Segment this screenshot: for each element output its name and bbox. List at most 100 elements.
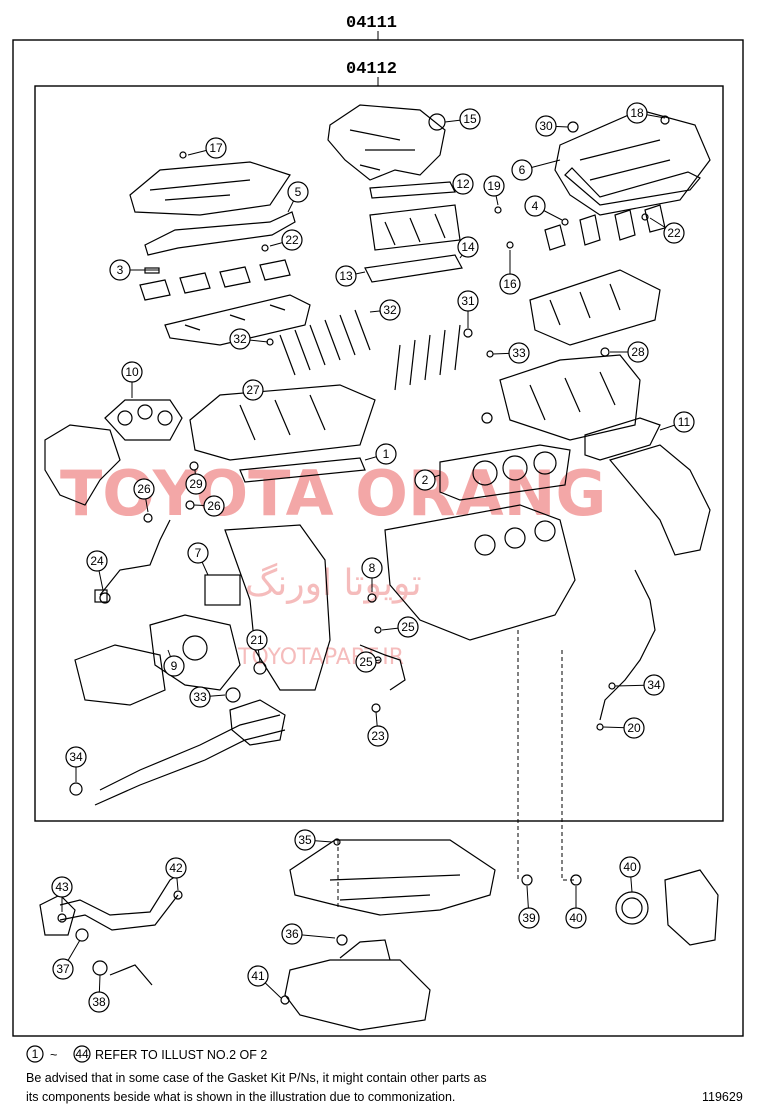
callout-circle <box>518 907 540 929</box>
callout-label-32: 32 <box>383 303 397 317</box>
water-outlet <box>39 894 76 936</box>
bolt-36 <box>333 838 341 846</box>
callout-label-33: 33 <box>193 690 207 704</box>
oil-pipe-left <box>99 519 171 596</box>
seal-23 <box>371 703 381 713</box>
seal-25a <box>374 626 382 634</box>
callout-label-26: 26 <box>207 499 221 513</box>
callout-circle <box>457 290 479 312</box>
callout-label-19: 19 <box>487 179 501 193</box>
callout-label-4: 4 <box>532 199 539 213</box>
callout-label-38: 38 <box>92 995 106 1009</box>
callout-label-1: 1 <box>383 447 390 461</box>
timing-cover <box>224 524 331 691</box>
callout-label-3: 3 <box>117 263 124 277</box>
callout-label-27: 27 <box>246 383 260 397</box>
footer-note: 1 ~ 44 REFER TO ILLUST NO.2 OF 2 Be advi… <box>26 1045 743 1104</box>
callout-circle <box>247 965 269 987</box>
outer-kit-frame <box>12 39 744 1037</box>
dipstick-guide <box>599 569 656 721</box>
callout-label-18: 18 <box>630 106 644 120</box>
water-inlet <box>229 699 286 746</box>
callout-circle <box>133 478 155 500</box>
callout-label-35: 35 <box>298 833 312 847</box>
range-start: 1 <box>32 1047 39 1061</box>
callout-label-32: 32 <box>233 332 247 346</box>
engine-block <box>384 504 576 641</box>
advisory-line-2: its components beside what is shown in t… <box>26 1090 455 1104</box>
dipstick-to-40b <box>561 650 575 881</box>
plug-28 <box>600 347 610 357</box>
callout-label-10: 10 <box>125 365 139 379</box>
cylinder-head-right <box>499 354 641 441</box>
callout-circle <box>379 299 401 321</box>
callout-circle <box>355 651 377 673</box>
callout-circle <box>185 473 207 495</box>
seal-19 <box>494 206 502 214</box>
seal-31 <box>567 121 579 133</box>
callout-circle <box>619 856 641 878</box>
cylinder-head-left <box>189 384 376 461</box>
callout-label-39: 39 <box>522 911 536 925</box>
valve-cover-left <box>129 161 291 216</box>
callout-label-25: 25 <box>401 620 415 634</box>
callout-circle <box>375 443 397 465</box>
seal-32r <box>463 328 473 338</box>
callout-circle <box>294 829 316 851</box>
range-sep: ~ <box>50 1048 57 1062</box>
callout-label-7: 7 <box>195 546 202 560</box>
callout-label-25: 25 <box>359 655 373 669</box>
valves-right <box>394 324 461 391</box>
inner-kit-frame <box>34 85 724 822</box>
plenum-o-ring <box>428 113 446 131</box>
bolt-17 <box>179 151 187 159</box>
callout-label-22: 22 <box>285 233 299 247</box>
bolt-18 <box>660 115 670 125</box>
seal-34b <box>225 687 241 703</box>
cam-bearing-caps-right <box>544 204 666 251</box>
callout-circle <box>535 115 557 137</box>
head-gasket-left <box>239 457 366 483</box>
callout-circle <box>121 361 143 383</box>
callout-circle <box>524 195 546 217</box>
callout-circle <box>189 686 211 708</box>
exhaust-manifold-left <box>44 424 121 506</box>
seal-34a <box>69 782 83 796</box>
callout-label-24: 24 <box>90 554 104 568</box>
water-hose <box>109 964 153 986</box>
camshaft-housing-right <box>529 269 661 346</box>
callout-circle <box>361 557 383 579</box>
seal-40b <box>570 874 582 886</box>
callout-circle <box>187 542 209 564</box>
seal-22l <box>261 244 269 252</box>
callout-circle <box>165 857 187 879</box>
range-end: 44 <box>75 1047 89 1061</box>
callout-label-17: 17 <box>209 141 223 155</box>
water-pump-gasket <box>149 614 241 691</box>
callout-circle <box>623 717 645 739</box>
callout-circle <box>242 379 264 401</box>
callout-label-16: 16 <box>503 277 517 291</box>
seal-24 <box>99 592 111 604</box>
callout-label-15: 15 <box>463 112 477 126</box>
seal-20 <box>596 723 604 731</box>
intake-manifold-lower <box>369 204 461 251</box>
oil-strainer <box>339 939 391 961</box>
cam-bearing-caps-left <box>139 259 291 301</box>
gasket-7 <box>204 574 241 606</box>
callout-circle <box>163 655 185 677</box>
exhaust-gasket-right <box>584 417 661 461</box>
intake-gasket-12 <box>369 181 456 199</box>
callout-label-34: 34 <box>647 678 661 692</box>
callout-label-40: 40 <box>569 911 583 925</box>
range-note: REFER TO ILLUST NO.2 OF 2 <box>95 1048 267 1062</box>
callout-label-20: 20 <box>627 721 641 735</box>
callout-circle <box>626 102 648 124</box>
callout-label-21: 21 <box>250 633 264 647</box>
camshaft-housing-left <box>164 294 311 346</box>
callout-circle <box>335 265 357 287</box>
callout-label-33: 33 <box>512 346 526 360</box>
callout-circle <box>229 328 251 350</box>
callout-circle <box>86 550 108 572</box>
head-gasket-right <box>439 444 571 501</box>
